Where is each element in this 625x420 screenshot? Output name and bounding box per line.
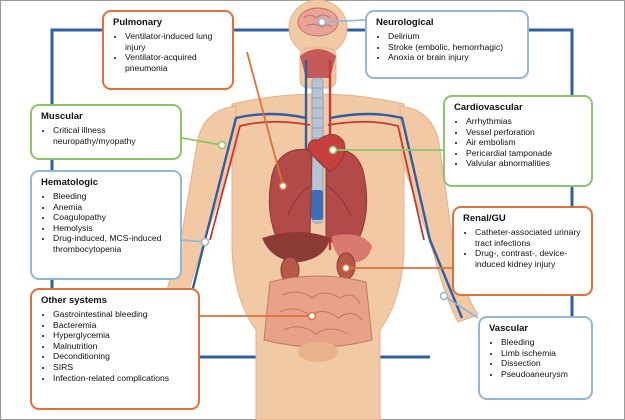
tube-segments (312, 87, 323, 149)
list-item: Deconditioning (53, 351, 190, 362)
list-item: Catheter-associated urinary tract infect… (475, 227, 583, 248)
list-item: Drug-induced, MCS-induced thrombocytopen… (53, 233, 172, 254)
hematologic-list: Bleeding Anemia Coagulopathy Hemolysis D… (41, 191, 172, 255)
list-item: Ventilator-induced lung injury (125, 31, 224, 52)
other-systems-box: Other systems Gastrointestinal bleeding … (30, 288, 200, 410)
neurological-list: Delirium Stroke (embolic, hemorrhagic) A… (376, 31, 519, 63)
list-item: Air embolism (466, 137, 583, 148)
list-item: Infection-related complications (53, 373, 190, 384)
list-item: Drug-, contrast-, device-induced kidney … (475, 248, 583, 269)
cannula (311, 190, 323, 220)
list-item: Hyperglycemia (53, 330, 190, 341)
neurological-box: Neurological Delirium Stroke (embolic, h… (365, 10, 529, 79)
intestines-icon (263, 275, 373, 348)
vascular-list: Bleeding Limb ischemia Dissection Pseudo… (489, 337, 583, 379)
renal-gu-box: Renal/GU Catheter-associated urinary tra… (452, 206, 593, 296)
liver (262, 232, 330, 262)
list-item: Gastrointestinal bleeding (53, 309, 190, 320)
list-item: Vessel perforation (466, 127, 583, 138)
list-item: Hemolysis (53, 223, 172, 234)
cardiovascular-box: Cardiovascular Arrhythmias Vessel perfor… (443, 95, 593, 187)
pulmonary-box: Pulmonary Ventilator-induced lung injury… (102, 10, 234, 90)
vascular-title: Vascular (489, 323, 529, 334)
bronchi (287, 184, 351, 216)
muscular-list: Critical illness neuropathy/myopathy (41, 125, 172, 146)
list-item: Malnutrition (53, 341, 190, 352)
list-item: Critical illness neuropathy/myopathy (53, 125, 172, 146)
list-item: Limb ischemia (501, 348, 583, 359)
vascular-box: Vascular Bleeding Limb ischemia Dissecti… (478, 316, 593, 400)
connector-dots (200, 17, 449, 321)
list-item: Pericardial tamponade (466, 148, 583, 159)
neurological-title: Neurological (376, 17, 434, 28)
heart-icon (307, 134, 346, 173)
list-item: Pseudoaneurysm (501, 369, 583, 380)
cardiovascular-list: Arrhythmias Vessel perforation Air embol… (454, 116, 583, 169)
other-systems-title: Other systems (41, 295, 108, 306)
list-item: Coagulopathy (53, 212, 172, 223)
bladder (298, 342, 338, 362)
list-item: Dissection (501, 358, 583, 369)
list-item: SIRS (53, 362, 190, 373)
muscular-title: Muscular (41, 111, 83, 122)
list-item: Valvular abnormalities (466, 158, 583, 169)
pulmonary-list: Ventilator-induced lung injury Ventilato… (113, 31, 224, 73)
list-item: Bleeding (501, 337, 583, 348)
hematologic-title: Hematologic (41, 177, 99, 188)
list-item: Delirium (388, 31, 519, 42)
other-systems-list: Gastrointestinal bleeding Bacteremia Hyp… (41, 309, 190, 383)
cardiovascular-title: Cardiovascular (454, 102, 523, 113)
list-item: Bacteremia (53, 320, 190, 331)
hematologic-box: Hematologic Bleeding Anemia Coagulopathy… (30, 170, 182, 280)
list-item: Arrhythmias (466, 116, 583, 127)
list-item: Stroke (embolic, hemorrhagic) (388, 42, 519, 53)
renal-gu-title: Renal/GU (463, 213, 506, 224)
list-item: Ventilator-acquired pneumonia (125, 52, 224, 73)
renal-gu-list: Catheter-associated urinary tract infect… (463, 227, 583, 269)
pharynx-icon (300, 49, 336, 78)
list-item: Anemia (53, 202, 172, 213)
connector-lines (181, 19, 479, 319)
list-item: Anoxia or brain injury (388, 52, 519, 63)
list-item: Bleeding (53, 191, 172, 202)
pulmonary-title: Pulmonary (113, 17, 163, 28)
muscular-box: Muscular Critical illness neuropathy/myo… (30, 104, 182, 160)
